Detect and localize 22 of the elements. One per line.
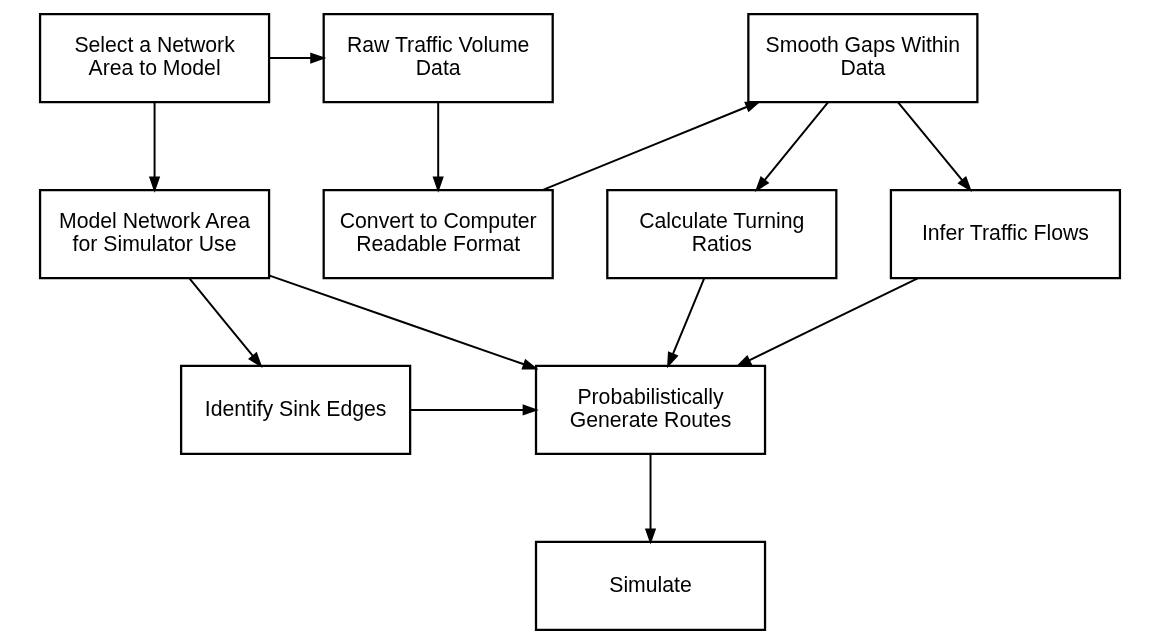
arrow bbox=[541, 101, 761, 191]
node-box: Probabilistically Generate Routes bbox=[534, 364, 766, 456]
arrow bbox=[148, 101, 160, 193]
arrow bbox=[268, 274, 539, 370]
arrow bbox=[187, 277, 263, 368]
arrow bbox=[754, 101, 829, 192]
node-box: Smooth Gaps Within Data bbox=[746, 12, 978, 104]
node-box: Infer Traffic Flows bbox=[889, 188, 1121, 280]
arrow bbox=[734, 277, 919, 368]
arrow bbox=[267, 52, 326, 64]
arrow bbox=[432, 101, 444, 193]
node-box: Identify Sink Edges bbox=[179, 364, 411, 456]
node-box: Raw Traffic Volume Data bbox=[322, 12, 554, 104]
node-box: Calculate Turning Ratios bbox=[605, 188, 837, 280]
node-box: Model Network Area for Simulator Use bbox=[38, 188, 270, 280]
arrow bbox=[409, 404, 539, 416]
node-box: Convert to Computer Readable Format bbox=[322, 188, 554, 280]
arrow bbox=[896, 101, 972, 192]
node-box: Simulate bbox=[534, 540, 766, 631]
node-box: Select a Network Area to Model bbox=[38, 12, 270, 104]
arrow bbox=[644, 453, 656, 545]
arrow bbox=[666, 277, 705, 369]
